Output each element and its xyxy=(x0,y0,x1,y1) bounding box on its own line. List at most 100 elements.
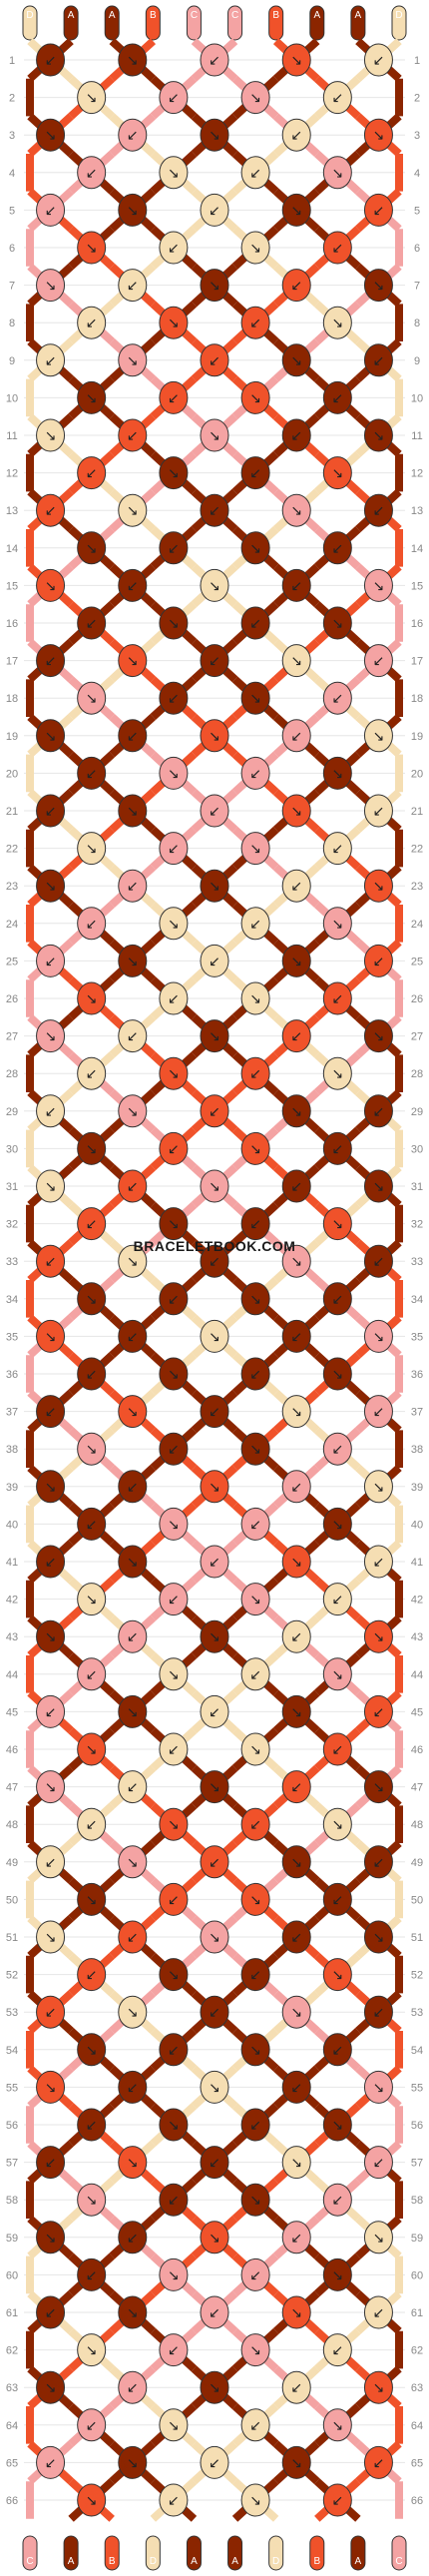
knot-arrow: ↙ xyxy=(86,315,98,330)
knot-arrow: ↙ xyxy=(249,315,261,330)
knot xyxy=(281,719,311,753)
knot-arrow: ↘ xyxy=(168,1065,180,1081)
knot xyxy=(200,1920,229,1954)
knot-arrow: ↙ xyxy=(290,1479,302,1495)
knot-arrow: ↘ xyxy=(45,2230,57,2246)
knot-arrow: ↘ xyxy=(249,389,261,405)
knot-arrow: ↙ xyxy=(209,1103,220,1119)
knot-arrow: ↙ xyxy=(290,1328,302,1344)
knot-arrow: ↘ xyxy=(168,615,180,631)
knot-arrow: ↙ xyxy=(45,1854,57,1870)
knot-arrow: ↘ xyxy=(373,878,385,894)
knot-arrow: ↙ xyxy=(373,1554,385,1570)
knot xyxy=(159,531,189,565)
knot-arrow: ↙ xyxy=(168,841,180,857)
knot-arrow: ↙ xyxy=(249,1516,261,1532)
knot-arrow: ↙ xyxy=(373,2004,385,2020)
knot-arrow: ↙ xyxy=(168,2492,180,2508)
knot xyxy=(363,493,393,527)
knot-arrow: ↙ xyxy=(373,1103,385,1119)
knot xyxy=(322,380,352,414)
knot xyxy=(322,981,352,1015)
knot xyxy=(322,1507,352,1541)
knot xyxy=(281,43,311,77)
knot-arrow: ↙ xyxy=(373,202,385,218)
knot-arrow: ↘ xyxy=(168,2117,180,2133)
knot-arrow: ↙ xyxy=(45,2454,57,2470)
knot xyxy=(281,2070,311,2104)
knot xyxy=(36,2370,66,2404)
row-number-right: 57 xyxy=(411,2158,423,2170)
knot-arrow: ↘ xyxy=(168,465,180,481)
strand-end xyxy=(350,2535,366,2571)
knot xyxy=(159,1056,189,1090)
knot xyxy=(240,2183,270,2217)
strand-end xyxy=(104,2535,120,2571)
knot xyxy=(281,2295,311,2329)
knot-arrow: ↙ xyxy=(290,577,302,593)
row-number-left: 20 xyxy=(6,768,18,780)
knot-arrow: ↙ xyxy=(249,1967,261,1983)
knot-arrow: ↙ xyxy=(45,352,57,368)
knot xyxy=(36,193,66,227)
knot xyxy=(36,118,66,152)
knot-arrow: ↙ xyxy=(86,2417,98,2433)
knot xyxy=(77,2033,107,2067)
knot xyxy=(281,2146,311,2180)
knot-arrow: ↘ xyxy=(331,1366,343,1382)
row-number-left: 14 xyxy=(6,543,18,555)
knot xyxy=(118,43,148,77)
knot-arrow: ↙ xyxy=(45,953,57,968)
knot xyxy=(118,2370,148,2404)
row-number-left: 7 xyxy=(9,281,15,293)
knot-arrow: ↙ xyxy=(209,2304,220,2320)
knot xyxy=(240,681,270,715)
knot xyxy=(36,2221,66,2254)
knot-arrow: ↙ xyxy=(249,1216,261,1232)
knot-arrow: ↘ xyxy=(249,990,261,1006)
knot-arrow: ↘ xyxy=(209,127,220,143)
knot xyxy=(36,2070,66,2104)
knot-arrow: ↘ xyxy=(127,2155,139,2171)
row-number-left: 26 xyxy=(6,993,18,1005)
knot-arrow: ↘ xyxy=(290,1404,302,1420)
knot-arrow: ↙ xyxy=(290,1779,302,1795)
row-number-left: 61 xyxy=(6,2307,18,2319)
knot-arrow: ↘ xyxy=(290,1703,302,1719)
knot-arrow: ↙ xyxy=(331,2492,343,2508)
row-number-right: 50 xyxy=(411,1894,423,1906)
knot xyxy=(77,1432,107,1466)
knot-arrow: ↘ xyxy=(168,916,180,932)
row-number-left: 48 xyxy=(6,1819,18,1831)
knot-arrow: ↙ xyxy=(290,278,302,294)
knot xyxy=(363,2445,393,2479)
knot xyxy=(36,43,66,77)
row-number-left: 49 xyxy=(6,1857,18,1869)
row-number-right: 17 xyxy=(411,656,423,668)
knot xyxy=(118,644,148,678)
strand-start-letter: C xyxy=(231,10,238,21)
row-number-left: 50 xyxy=(6,1894,18,1906)
row-number-right: 19 xyxy=(411,731,423,743)
knot xyxy=(281,1845,311,1879)
knot-arrow: ↙ xyxy=(290,427,302,443)
strand-start-letter: B xyxy=(272,10,279,21)
knot-arrow: ↘ xyxy=(209,2079,220,2095)
knot-arrow: ↘ xyxy=(209,278,220,294)
knot xyxy=(159,1507,189,1541)
knot xyxy=(322,1807,352,1841)
knot-arrow: ↙ xyxy=(168,2342,180,2358)
row-number-left: 12 xyxy=(6,468,18,480)
knot-arrow: ↘ xyxy=(168,1816,180,1832)
knot-arrow: ↘ xyxy=(249,1140,261,1156)
row-number-right: 65 xyxy=(411,2457,423,2469)
knot-arrow: ↙ xyxy=(127,278,139,294)
knot-arrow: ↙ xyxy=(45,803,57,819)
knot-arrow: ↙ xyxy=(331,1891,343,1907)
knot-arrow: ↙ xyxy=(209,653,220,669)
knot xyxy=(159,681,189,715)
knot xyxy=(240,1432,270,1466)
knot xyxy=(322,2408,352,2442)
knot-arrow: ↙ xyxy=(209,2155,220,2171)
knot-arrow: ↘ xyxy=(168,165,180,181)
